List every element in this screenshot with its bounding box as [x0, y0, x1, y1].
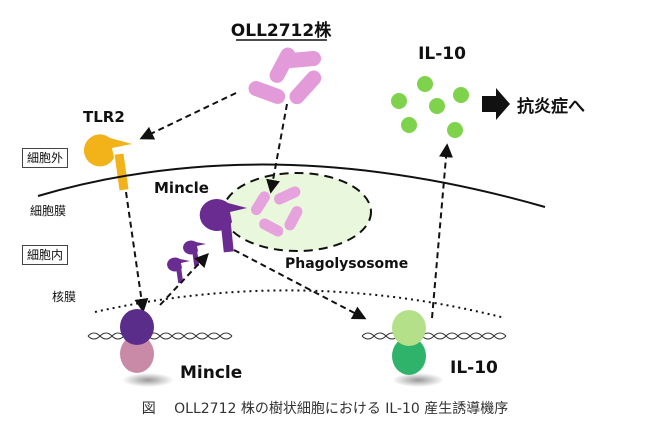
il10-dot — [453, 87, 469, 103]
mincle-gene-top — [120, 309, 154, 345]
il10-dot — [429, 98, 445, 114]
bacterium — [259, 218, 284, 237]
il10-dot — [401, 117, 417, 133]
il10-gene-top — [392, 310, 426, 346]
arrow-mincle-to-il10-gene — [233, 249, 367, 320]
il10-dot — [417, 76, 433, 92]
il10-gene-complex — [392, 310, 444, 387]
anti-inflammation-label: 抗炎症へ — [517, 96, 585, 117]
mincle-head — [199, 198, 247, 231]
mincle-migrating-2 — [167, 257, 190, 284]
bacteria-outside — [248, 47, 322, 105]
il10-dot — [447, 122, 463, 138]
nuclear-membrane-line — [94, 289, 506, 319]
mincle-stem — [220, 217, 234, 253]
figure-caption: 図 OLL2712 株の樹状細胞における IL-10 産生誘導機序 — [142, 401, 509, 417]
cell-membrane-line — [37, 163, 546, 208]
bacterium — [289, 70, 322, 105]
arrow-bacteria-to-tlr2 — [139, 92, 237, 140]
arrow-tlr2-to-nucleus — [125, 191, 149, 313]
diagram-title: OLL2712株 — [231, 20, 332, 41]
bacterium — [248, 81, 286, 104]
tlr2-stem — [114, 153, 129, 191]
il10-gene-bottom — [392, 337, 426, 375]
mincle-gene-label: Mincle — [180, 363, 242, 383]
il10-secreted-label: IL-10 — [418, 44, 466, 64]
nuclear-membrane-label: 核膜 — [52, 290, 76, 304]
dna-helix-right — [361, 332, 507, 340]
il10-dots — [391, 76, 469, 138]
mincle-gene-bottom — [120, 335, 154, 373]
arrow-bacteria-to-phagolysosome — [266, 103, 288, 194]
arrow-gene-to-mincle — [159, 252, 209, 306]
bacterium — [284, 206, 303, 231]
mincle-migrating-1 — [183, 240, 206, 267]
tlr2-label: TLR2 — [83, 108, 125, 126]
mincle-receptor-label: Mincle — [154, 179, 209, 197]
bacteria-inside — [250, 186, 303, 237]
bacterium — [274, 186, 301, 205]
mincle-receptor — [199, 198, 247, 253]
phagolysosome-label: Phagolysosome — [285, 256, 408, 272]
mincle-gene-complex — [120, 309, 174, 387]
il10-gene-label: IL-10 — [450, 358, 498, 378]
tlr2-head — [83, 134, 132, 167]
pathway-arrows — [125, 92, 454, 320]
bacterium — [250, 191, 270, 216]
arrow-il10-gene-to-secretion — [431, 143, 454, 319]
cell-membrane-label: 細胞膜 — [30, 204, 66, 218]
dna-helix-left — [87, 332, 233, 340]
bacterium — [283, 50, 321, 69]
intracellular-label: 細胞内 — [22, 245, 69, 265]
extracellular-label: 細胞外 — [22, 148, 69, 168]
tlr2-receptor — [83, 134, 132, 191]
il10-dot — [391, 93, 407, 109]
block-arrow-icon — [482, 88, 510, 120]
